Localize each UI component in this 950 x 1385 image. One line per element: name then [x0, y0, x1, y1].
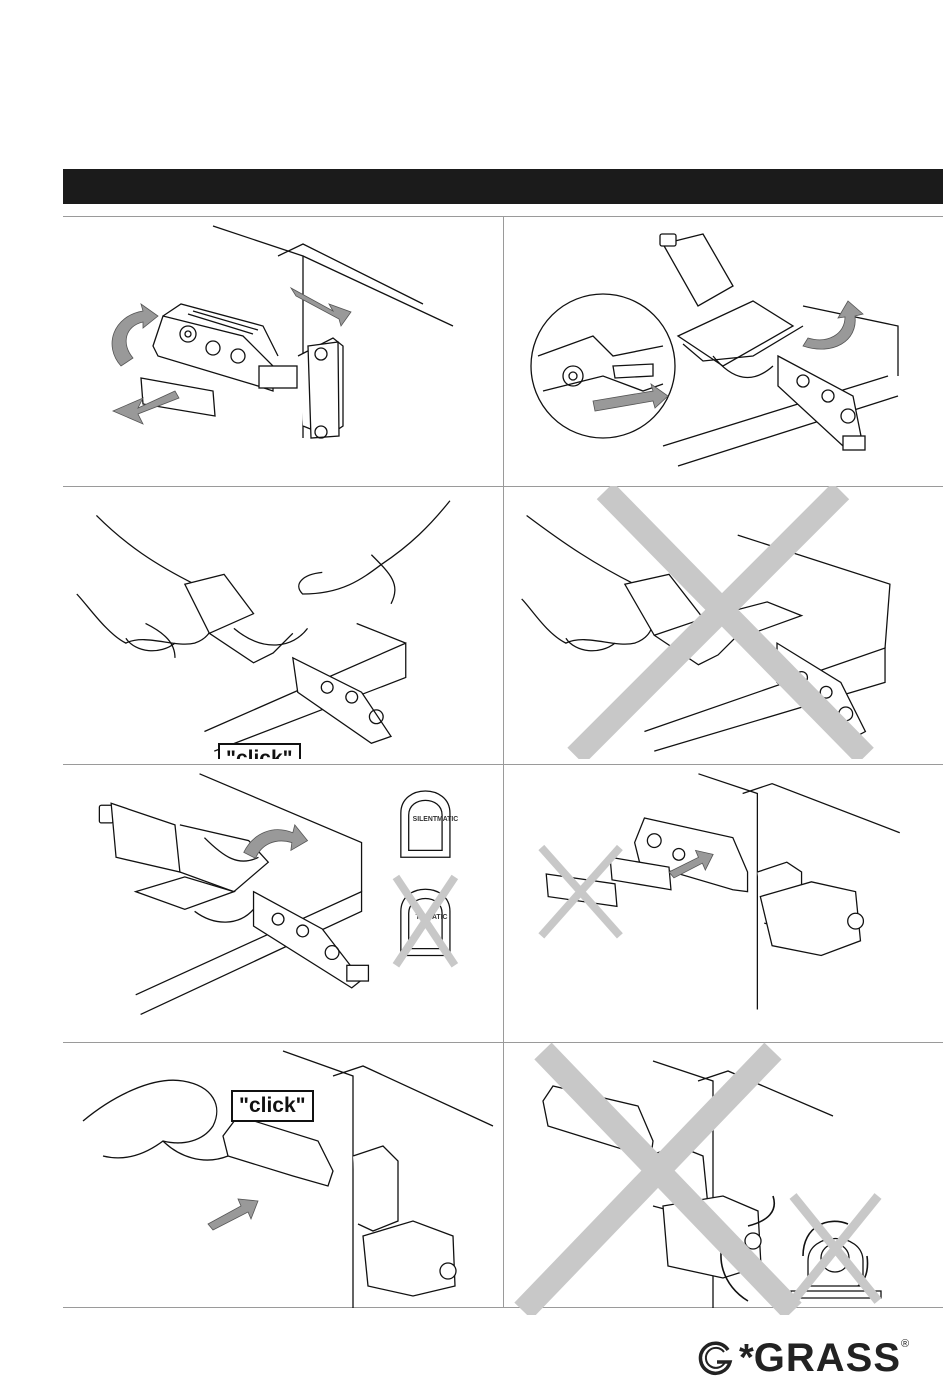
logo-wordmark: GRASS — [754, 1338, 901, 1378]
step-5-rotate-damper: SILENTMATIC TIPMATIC — [63, 764, 503, 1037]
step-1-remove-cover — [63, 216, 503, 489]
damper-rotate-illustration: SILENTMATIC TIPMATIC — [63, 764, 503, 1037]
step-4-wrong-method — [503, 486, 943, 759]
slide-arrow-icon — [291, 288, 351, 326]
instruction-grid: "click" — [63, 216, 943, 1308]
grass-g-icon — [695, 1338, 735, 1378]
push-arrow-icon — [208, 1199, 258, 1230]
logo-star: * — [739, 1338, 754, 1378]
step-6-cover-placement — [503, 764, 943, 1037]
step-2-insert-damper — [503, 216, 943, 489]
registered-mark: ® — [901, 1338, 909, 1350]
click-label: "click" — [218, 743, 301, 759]
click-label: "click" — [231, 1090, 314, 1122]
section-header-bar — [63, 169, 943, 204]
rotate-wrong-illustration — [503, 1042, 943, 1315]
cross-icon — [576, 491, 866, 756]
single-hand-wrong-illustration — [503, 486, 943, 759]
step-7-fold-click: "click" — [63, 1042, 503, 1315]
step-8-do-not-rotate — [503, 1042, 943, 1315]
fold-click-illustration — [63, 1042, 503, 1315]
rotate-arrow-icon — [244, 825, 308, 858]
cover-placement-illustration — [503, 764, 943, 1037]
hinge-illustration — [63, 216, 503, 489]
two-hands-press-illustration — [63, 486, 503, 759]
badge-label: SILENTMATIC — [413, 816, 459, 823]
step-3-press-click: "click" — [63, 486, 503, 759]
rotate-arrow-icon — [112, 304, 158, 366]
damper-insert-illustration — [503, 216, 943, 489]
grass-logo: * GRASS ® — [695, 1336, 909, 1380]
